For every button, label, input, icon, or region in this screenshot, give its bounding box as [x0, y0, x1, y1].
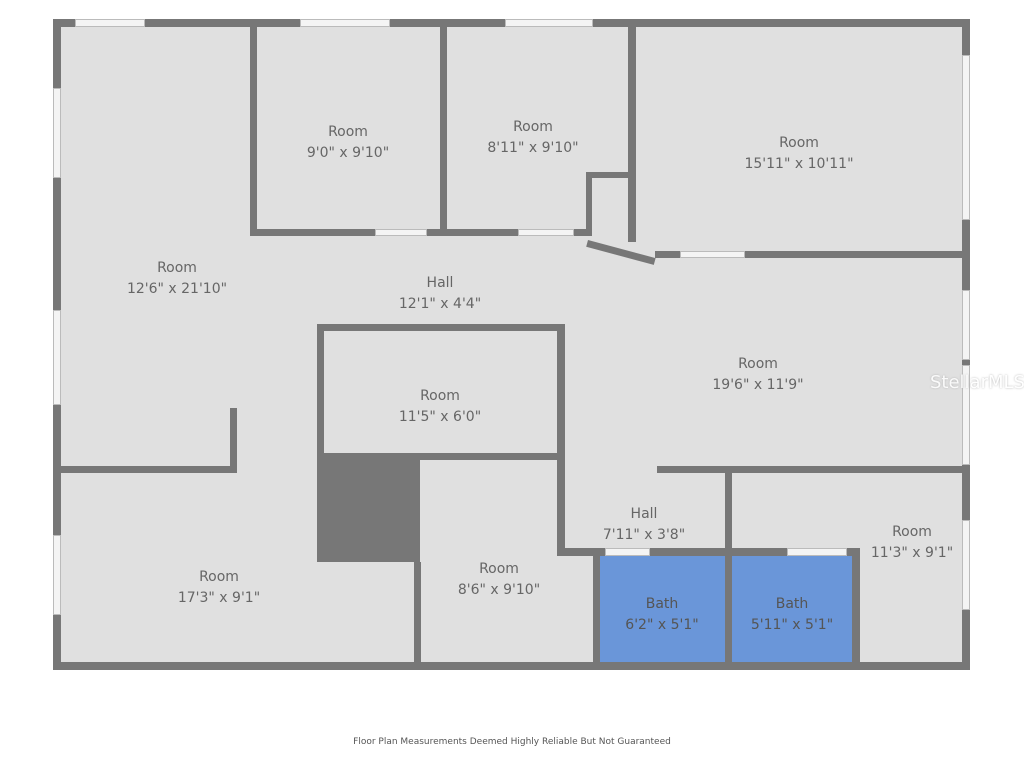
wall — [593, 548, 600, 662]
door-opening — [680, 251, 745, 258]
wall — [586, 172, 636, 178]
wall — [557, 548, 860, 556]
room-name: Room — [513, 119, 553, 135]
wall-block — [317, 453, 420, 562]
hall-label: Hall 7'11" x 3'8" — [603, 504, 685, 546]
room-name: Room — [779, 135, 819, 151]
wall — [414, 562, 421, 662]
room-size: 9'0" x 9'10" — [306, 145, 390, 161]
room-name: Room — [479, 561, 519, 577]
room-size: 8'6" x 9'10" — [457, 582, 541, 598]
wall — [317, 324, 324, 455]
wall — [725, 470, 732, 662]
window — [53, 88, 61, 178]
wall — [557, 324, 565, 556]
room-name: Bath — [645, 596, 679, 612]
door-opening — [605, 548, 650, 556]
room-name: Bath — [775, 596, 809, 612]
room-size: 8'11" x 9'10" — [487, 140, 579, 156]
watermark: StellarMLS — [930, 372, 1024, 393]
footer-disclaimer: Floor Plan Measurements Deemed Highly Re… — [353, 737, 671, 747]
room-label: Room 15'11" x 10'11" — [744, 133, 853, 175]
room-size: 11'3" x 9'1" — [870, 545, 954, 561]
wall — [317, 324, 565, 331]
wall — [230, 408, 237, 473]
room-name: Room — [157, 260, 197, 276]
room-label: Room 11'5" x 6'0" — [399, 386, 481, 428]
wall — [250, 27, 257, 236]
room-label: Room 8'6" x 9'10" — [458, 559, 540, 601]
door-opening — [375, 229, 427, 236]
wall — [628, 172, 636, 242]
room-size: 12'1" x 4'4" — [398, 296, 482, 312]
room-label: Room 17'3" x 9'1" — [178, 567, 260, 609]
room-label: Room 9'0" x 9'10" — [307, 122, 389, 164]
room-size: 5'11" x 5'1" — [750, 617, 834, 633]
window — [53, 535, 61, 615]
window — [962, 365, 970, 465]
wall — [655, 251, 962, 258]
room-size: 7'11" x 3'8" — [602, 527, 686, 543]
room-size: 17'3" x 9'1" — [177, 590, 261, 606]
room-label: Room 11'3" x 9'1" — [871, 522, 953, 564]
window — [300, 19, 390, 27]
room-name: Room — [738, 356, 778, 372]
window — [75, 19, 145, 27]
window — [53, 310, 61, 405]
room-label: Room 19'6" x 11'9" — [712, 354, 803, 396]
room-name: Room — [328, 124, 368, 140]
room-name: Room — [420, 388, 460, 404]
door-opening — [518, 229, 574, 236]
bath-1-fill — [600, 556, 725, 662]
room-name: Room — [892, 524, 932, 540]
wall — [657, 466, 962, 473]
room-name: Hall — [426, 275, 454, 291]
window — [505, 19, 593, 27]
room-size: 6'2" x 5'1" — [625, 617, 699, 633]
wall — [586, 172, 592, 236]
window — [962, 55, 970, 220]
door-opening — [787, 548, 847, 556]
room-size: 12'6" x 21'10" — [126, 281, 228, 297]
wall — [420, 453, 565, 460]
bath-2-fill — [732, 556, 852, 662]
bath-label: Bath 5'11" x 5'1" — [751, 594, 833, 636]
wall — [61, 466, 237, 473]
room-label: Room 12'6" x 21'10" — [127, 258, 227, 300]
wall — [628, 27, 636, 177]
wall — [852, 548, 860, 662]
hall-label: Hall 12'1" x 4'4" — [399, 273, 481, 315]
room-name: Room — [199, 569, 239, 585]
room-label: Room 8'11" x 9'10" — [487, 117, 578, 159]
room-size: 11'5" x 6'0" — [398, 409, 482, 425]
window — [962, 290, 970, 360]
window — [962, 520, 970, 610]
room-size: 19'6" x 11'9" — [712, 377, 804, 393]
room-size: 15'11" x 10'11" — [744, 156, 854, 172]
bath-label: Bath 6'2" x 5'1" — [625, 594, 698, 636]
wall — [440, 27, 447, 236]
room-name: Hall — [630, 506, 658, 522]
